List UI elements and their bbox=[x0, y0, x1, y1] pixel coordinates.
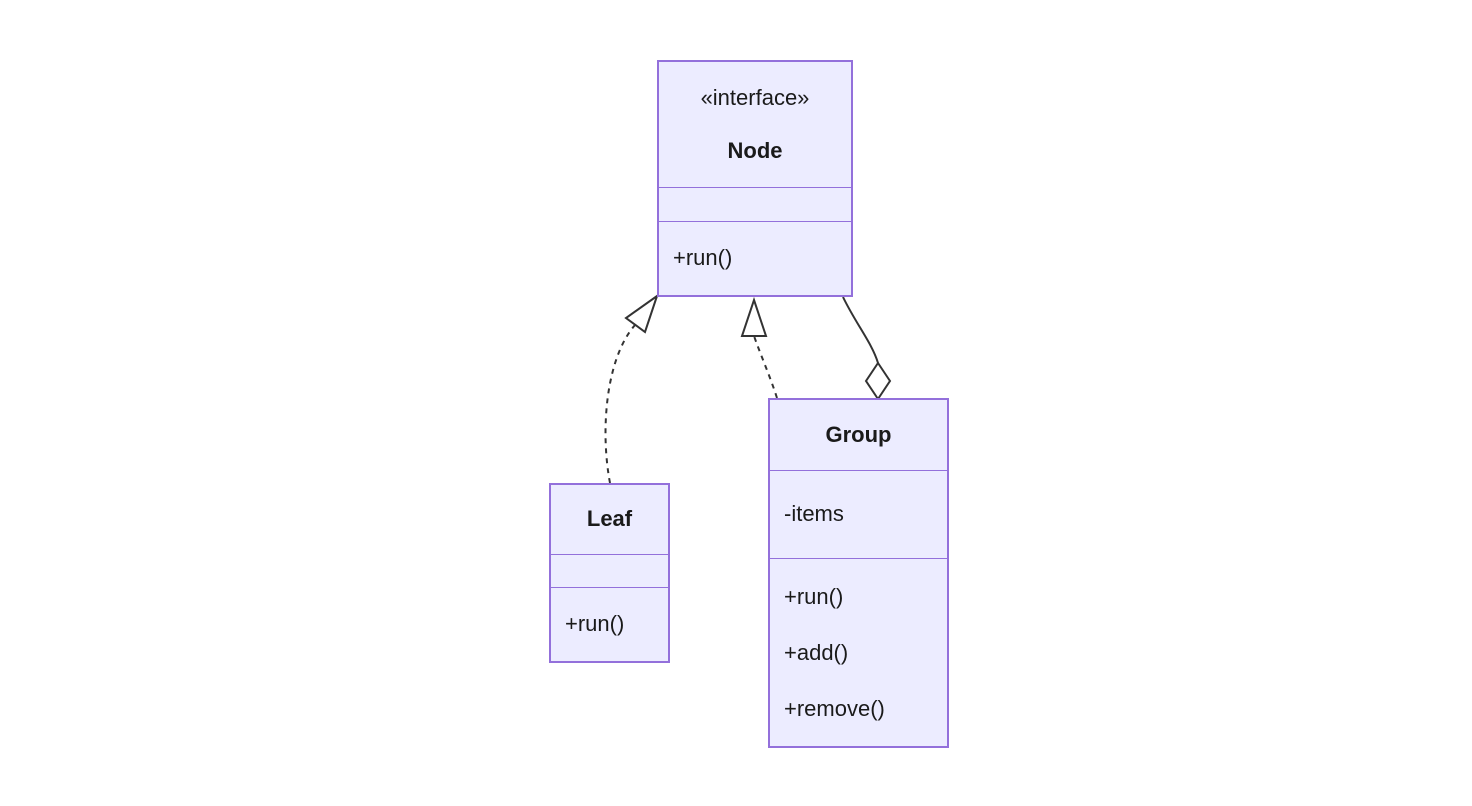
node-class-name: Node bbox=[727, 137, 783, 163]
group-method: +run() bbox=[784, 583, 844, 609]
group-attribute: -items bbox=[784, 501, 844, 527]
realization-arrowhead-leaf-icon bbox=[624, 293, 659, 334]
group-method: +add() bbox=[784, 639, 849, 665]
node-method: +run() bbox=[673, 245, 733, 271]
leaf-methods-section: +run() bbox=[551, 587, 668, 661]
group-realization-edge bbox=[753, 335, 778, 399]
group-method: +remove() bbox=[784, 695, 885, 721]
leaf-title-section: Leaf bbox=[551, 485, 668, 554]
class-box-group: Group -items +run() +add() +remove() bbox=[768, 398, 949, 748]
aggregation-diamond-icon bbox=[864, 361, 892, 401]
realization-arrowhead-group-icon bbox=[740, 296, 768, 337]
group-title-section: Group bbox=[770, 400, 947, 470]
group-class-name: Group bbox=[825, 421, 892, 447]
node-attributes-section bbox=[659, 187, 851, 221]
class-box-leaf: Leaf +run() bbox=[549, 483, 670, 663]
node-methods-section: +run() bbox=[659, 221, 851, 295]
leaf-attributes-section bbox=[551, 554, 668, 587]
leaf-class-name: Leaf bbox=[586, 506, 633, 532]
leaf-method: +run() bbox=[565, 611, 625, 637]
group-methods-section: +run() +add() +remove() bbox=[770, 558, 947, 746]
aggregation-edge bbox=[842, 296, 879, 364]
group-attributes-section: -items bbox=[770, 470, 947, 558]
node-title-section: «interface» Node bbox=[659, 62, 851, 187]
class-box-node: «interface» Node +run() bbox=[657, 60, 853, 297]
node-stereotype: «interface» bbox=[700, 85, 810, 111]
leaf-realization-edge bbox=[604, 324, 636, 484]
